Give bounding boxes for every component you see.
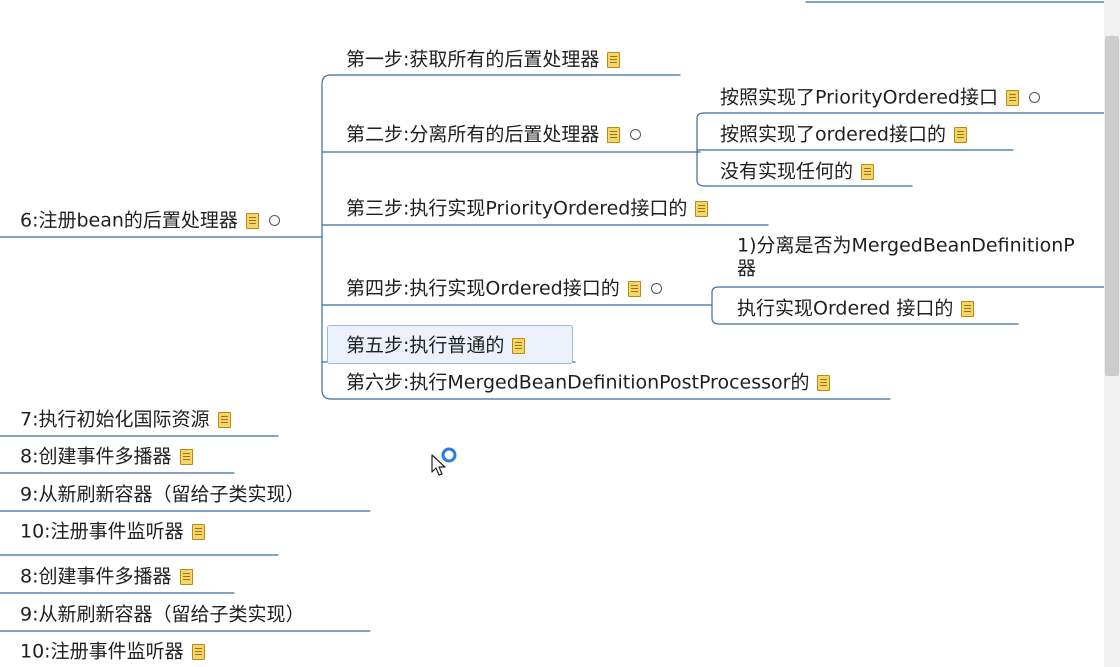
- note-icon[interactable]: [627, 280, 641, 297]
- note-icon[interactable]: [1005, 89, 1019, 106]
- sibling-node-8-dup[interactable]: 8:创建事件多播器: [20, 564, 193, 589]
- sibling-node-10-dup[interactable]: 10:注册事件监听器: [20, 639, 205, 664]
- selection-highlight: [327, 325, 573, 364]
- sibling-label: 9:从新刷新容器（留给子类实现）: [20, 483, 305, 506]
- child-label-line2: 器: [737, 257, 757, 279]
- step2-child-node-3[interactable]: 没有实现任何的: [720, 159, 875, 184]
- child-label-line1: 1)分离是否为MergedBeanDefinitionP: [737, 234, 1075, 257]
- child-label: 没有实现任何的: [720, 160, 854, 183]
- note-icon[interactable]: [191, 523, 205, 540]
- sibling-node-9-dup[interactable]: 9:从新刷新容器（留给子类实现）: [20, 602, 305, 627]
- note-icon[interactable]: [607, 126, 621, 143]
- scrollbar-thumb[interactable]: [1105, 36, 1119, 376]
- sibling-label: 8:创建事件多播器: [20, 445, 172, 468]
- collapse-toggle-icon[interactable]: [650, 283, 662, 294]
- step-label: 第三步:执行实现PriorityOrdered接口的: [346, 197, 688, 220]
- step-node-2[interactable]: 第二步:分离所有的后置处理器: [346, 122, 642, 147]
- sibling-label: 8:创建事件多播器: [20, 565, 172, 588]
- step-label: 第五步:执行普通的: [346, 334, 505, 357]
- note-icon[interactable]: [512, 337, 526, 354]
- collapse-toggle-icon[interactable]: [268, 215, 280, 226]
- collapse-toggle-icon[interactable]: [1028, 92, 1040, 103]
- step-node-1[interactable]: 第一步:获取所有的后置处理器: [346, 47, 621, 72]
- step-label: 第六步:执行MergedBeanDefinitionPostProcessor的: [346, 371, 810, 394]
- step-label: 第一步:获取所有的后置处理器: [346, 48, 600, 71]
- note-icon[interactable]: [817, 374, 831, 391]
- step-label: 第二步:分离所有的后置处理器: [346, 123, 600, 146]
- child-label: 按照实现了PriorityOrdered接口: [720, 86, 998, 109]
- step2-child-node-1[interactable]: 按照实现了PriorityOrdered接口: [720, 85, 1040, 110]
- step4-child-node-1[interactable]: 1)分离是否为MergedBeanDefinitionP 器: [737, 234, 1075, 280]
- step-node-6[interactable]: 第六步:执行MergedBeanDefinitionPostProcessor的: [346, 370, 831, 395]
- sibling-node-9[interactable]: 9:从新刷新容器（留给子类实现）: [20, 482, 305, 507]
- sibling-node-10[interactable]: 10:注册事件监听器: [20, 519, 205, 544]
- note-icon[interactable]: [695, 200, 709, 217]
- child-label: 执行实现Ordered 接口的: [737, 297, 954, 320]
- sibling-label: 7:执行初始化国际资源: [20, 408, 210, 431]
- step4-child-node-2[interactable]: 执行实现Ordered 接口的: [737, 296, 975, 321]
- note-icon[interactable]: [217, 411, 231, 428]
- step-node-4[interactable]: 第四步:执行实现Ordered接口的: [346, 276, 662, 301]
- sibling-label: 9:从新刷新容器（留给子类实现）: [20, 603, 305, 626]
- step-node-5[interactable]: 第五步:执行普通的: [346, 333, 526, 358]
- step-node-3[interactable]: 第三步:执行实现PriorityOrdered接口的: [346, 196, 709, 221]
- sibling-node-8[interactable]: 8:创建事件多播器: [20, 444, 193, 469]
- note-icon[interactable]: [191, 643, 205, 660]
- note-icon[interactable]: [954, 126, 967, 143]
- mouse-cursor-icon: [431, 447, 457, 476]
- note-icon[interactable]: [961, 300, 975, 317]
- note-icon[interactable]: [179, 448, 193, 465]
- note-icon[interactable]: [179, 568, 193, 585]
- step2-child-node-2[interactable]: 按照实现了ordered接口的: [720, 122, 967, 147]
- child-label: 按照实现了ordered接口的: [720, 123, 946, 146]
- root-node-label: 6:注册bean的后置处理器: [20, 209, 238, 232]
- collapse-toggle-icon[interactable]: [630, 129, 642, 140]
- vertical-scrollbar[interactable]: [1104, 0, 1120, 667]
- step-label: 第四步:执行实现Ordered接口的: [346, 277, 620, 300]
- root-node[interactable]: 6:注册bean的后置处理器: [20, 208, 280, 233]
- note-icon[interactable]: [607, 51, 621, 68]
- note-icon[interactable]: [245, 212, 259, 229]
- sibling-node-7[interactable]: 7:执行初始化国际资源: [20, 407, 231, 432]
- sibling-label: 10:注册事件监听器: [20, 640, 184, 663]
- sibling-label: 10:注册事件监听器: [20, 520, 184, 543]
- note-icon[interactable]: [861, 163, 875, 180]
